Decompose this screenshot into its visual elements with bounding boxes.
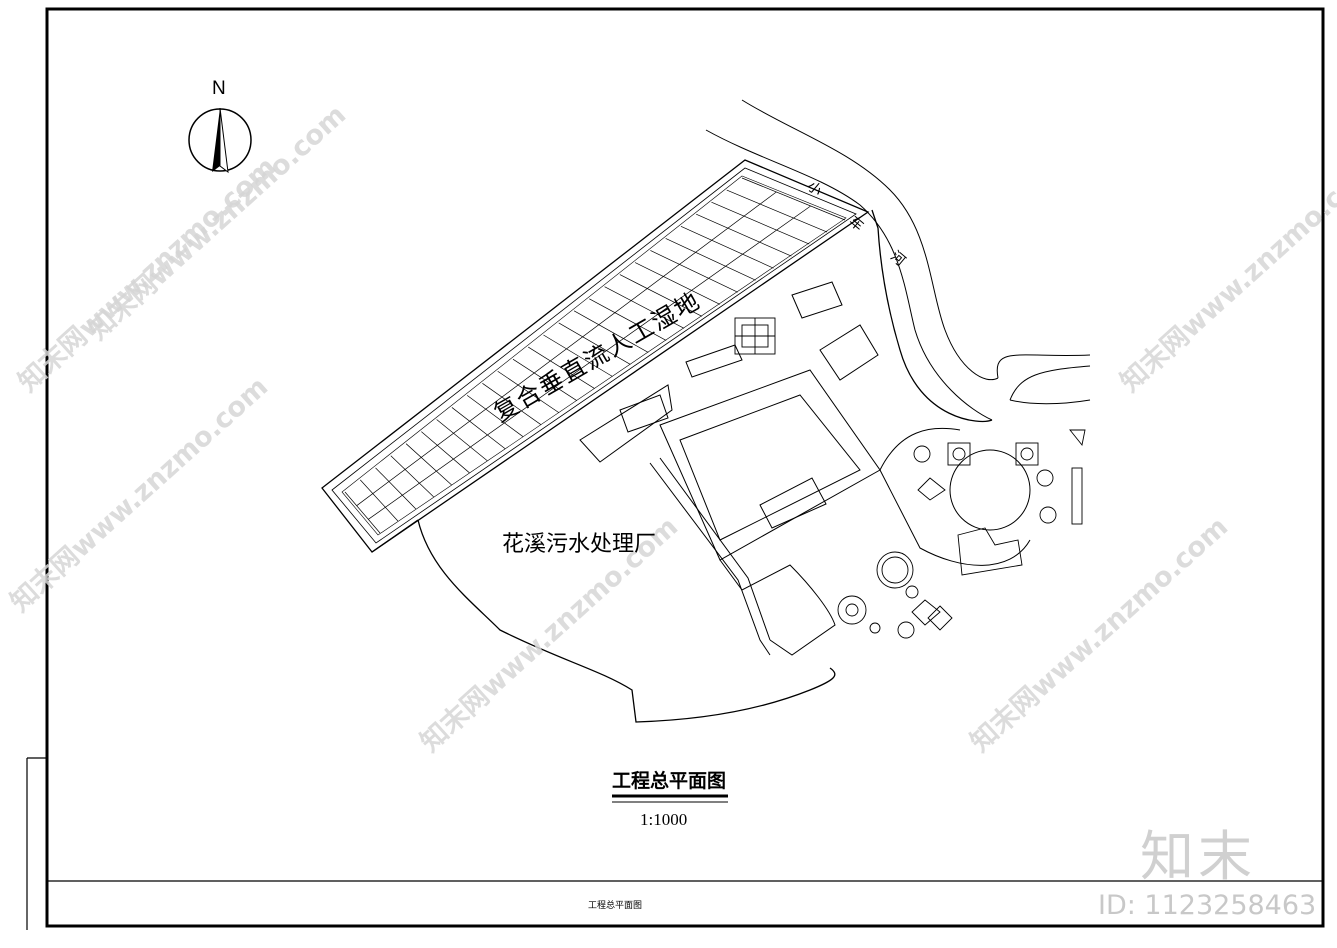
north-arrow-icon [188, 107, 252, 174]
drawing-title: 工程总平面图 [612, 770, 727, 792]
plant-label: 花溪污水处理厂 [502, 532, 657, 557]
admin-building [734, 317, 776, 355]
title-underline [612, 794, 728, 803]
landscape-features [837, 429, 1086, 639]
river-banks [705, 99, 1091, 421]
titleblock-text: 工程总平面图 [588, 901, 643, 911]
drawing-scale: 1:1000 [640, 810, 688, 829]
north-label: N [212, 78, 226, 99]
brand-logo: 知末 [1140, 825, 1256, 888]
plant-roads [579, 281, 1031, 656]
plant-boundary [371, 209, 993, 723]
drawing-frame [26, 7, 1325, 930]
drawing-id: ID: 1123258463 [1098, 890, 1317, 921]
